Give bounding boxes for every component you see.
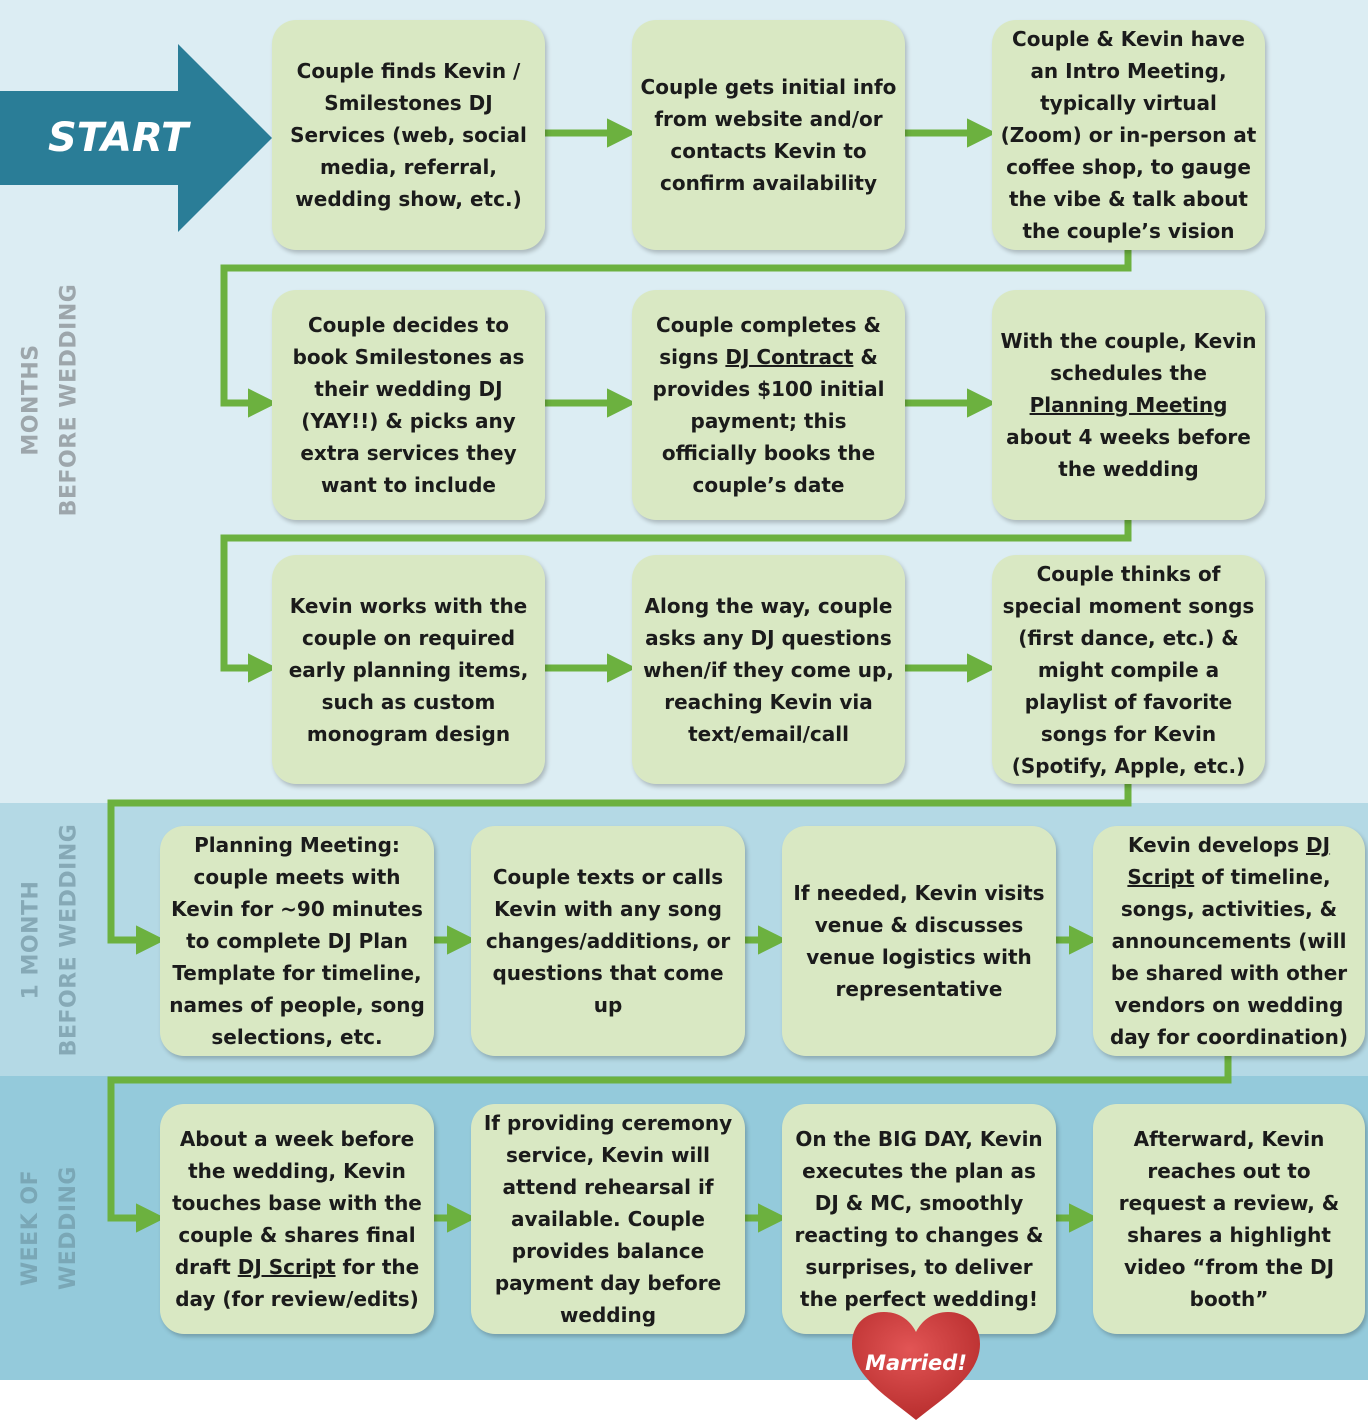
step-afterward: Afterward, Kevin reaches out to request … <box>1093 1104 1365 1334</box>
step-special-songs: Couple thinks of special moment songs (f… <box>992 555 1265 784</box>
step-venue-visit: If needed, Kevin visits venue & discusse… <box>782 826 1056 1056</box>
start-arrow <box>0 44 272 232</box>
step-sign-contract: Couple completes & signs DJ Contract & p… <box>632 290 905 520</box>
step-book-dj: Couple decides to book Smilestones as th… <box>272 290 545 520</box>
step-big-day: On the BIG DAY, Kevin executes the plan … <box>782 1104 1056 1334</box>
step-final-draft: About a week before the wedding, Kevin t… <box>160 1104 434 1334</box>
step-find-kevin: Couple finds Kevin / Smilestones DJ Serv… <box>272 20 545 250</box>
step-questions: Along the way, couple asks any DJ questi… <box>632 555 905 784</box>
step-intro-meeting: Couple & Kevin have an Intro Meeting, ty… <box>992 20 1265 250</box>
connector-elbow <box>107 1056 1232 1233</box>
step-rehearsal: If providing ceremony service, Kevin wil… <box>471 1104 745 1334</box>
connector-elbow <box>220 520 1132 683</box>
step-schedule-planning: With the couple, Kevin schedules the Pla… <box>992 290 1265 520</box>
step-planning-meeting: Planning Meeting: couple meets with Kevi… <box>160 826 434 1056</box>
step-early-planning: Kevin works with the couple on required … <box>272 555 545 784</box>
start-label: START <box>48 115 189 161</box>
dj-script-link[interactable]: DJ Script <box>237 1255 336 1279</box>
step-dj-script: Kevin develops DJ Script of timeline, so… <box>1093 826 1365 1056</box>
step-song-changes: Couple texts or calls Kevin with any son… <box>471 826 745 1056</box>
planning-meeting-link[interactable]: Planning Meeting <box>1029 393 1228 417</box>
connector-elbow <box>107 784 1132 955</box>
heart-icon <box>852 1312 980 1420</box>
dj-contract-link[interactable]: DJ Contract <box>725 345 854 369</box>
connector-elbow <box>220 250 1132 418</box>
married-label: Married! <box>865 1351 967 1375</box>
step-initial-info: Couple gets initial info from website an… <box>632 20 905 250</box>
dj-script-link[interactable]: DJ Script <box>1127 833 1331 889</box>
